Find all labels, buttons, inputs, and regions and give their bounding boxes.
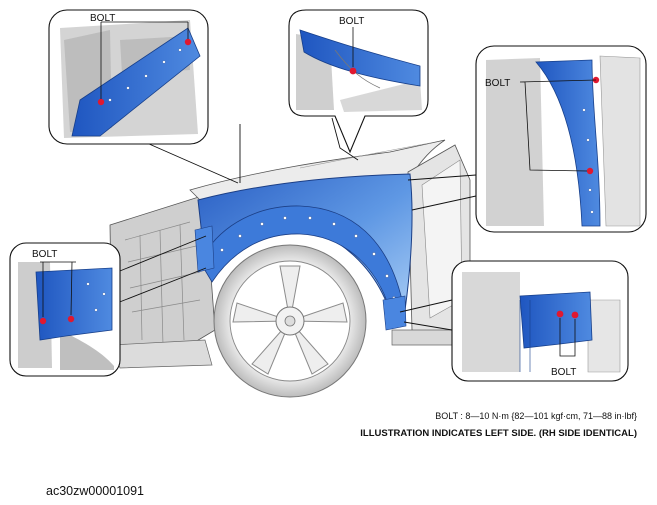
rear-lower-bracket <box>382 295 407 331</box>
fender-rear-bracket-bottom <box>519 291 593 349</box>
callout-bottom-right: BOLT <box>451 260 629 382</box>
bolt-label: BOLT <box>339 16 364 27</box>
vehicle-front-view <box>109 139 471 398</box>
wheel-spokes <box>232 265 348 375</box>
bolt-marker <box>67 315 75 323</box>
bolt-marker <box>184 38 192 46</box>
bolt-label: BOLT <box>485 78 510 89</box>
fender-edge-top-center <box>299 29 421 87</box>
callout-top-left: BOLT <box>48 9 209 145</box>
bolt-label: BOLT <box>32 249 57 260</box>
bolt-label: BOLT <box>551 367 576 378</box>
bolt-marker <box>586 167 594 175</box>
bolt-marker <box>349 67 357 75</box>
illustration-code: ac30zw00001091 <box>46 484 144 498</box>
bolt-marker <box>39 317 47 325</box>
fender-flange-top-left <box>71 27 201 137</box>
bolt-torque-spec: BOLT : 8—10 N·m {82—101 kgf·cm, 71—88 in… <box>435 411 637 421</box>
fender-rear-flange-right <box>535 59 601 227</box>
callout-top-center: BOLT <box>288 9 429 154</box>
fender-front-bracket-left <box>35 267 113 341</box>
bolt-marker <box>556 310 564 318</box>
bolt-marker <box>571 311 579 319</box>
illustration-side-note: ILLUSTRATION INDICATES LEFT SIDE. (RH SI… <box>360 428 637 439</box>
callout-right: BOLT <box>475 45 647 233</box>
bolt-label: BOLT <box>90 13 115 24</box>
callout-left: BOLT <box>9 242 121 377</box>
front-lower-bracket <box>194 225 215 273</box>
bolt-marker <box>97 98 105 106</box>
